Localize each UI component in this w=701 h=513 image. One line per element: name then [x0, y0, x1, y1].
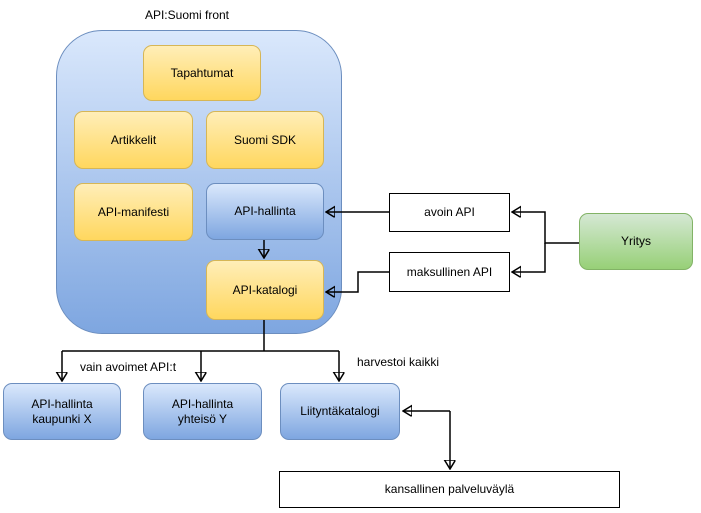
node-api-hallinta-kaupunki-x: API-hallinta kaupunki X: [3, 383, 121, 440]
node-api-manifesti-label: API-manifesti: [97, 204, 170, 219]
node-kansallinen-palveluvayla: kansallinen palveluväylä: [279, 471, 620, 508]
node-api-hallinta-yhteiso-y-label: API-hallinta yhteisö Y: [171, 396, 234, 426]
edge-label-vain-avoimet: vain avoimet API:t: [80, 360, 177, 374]
diagram-title: API:Suomi front: [144, 8, 230, 22]
edge-label-harvestoi-kaikki: harvestoi kaikki: [357, 355, 440, 369]
node-api-hallinta-yhteiso-y: API-hallinta yhteisö Y: [143, 383, 262, 440]
node-maksullinen-api-label: maksullinen API: [406, 264, 493, 279]
edge-yritys-to-maksullinen-api: [512, 243, 546, 272]
node-suomi-sdk-label: Suomi SDK: [233, 132, 297, 147]
node-api-katalogi: API-katalogi: [206, 260, 324, 320]
node-api-hallinta-label: API-hallinta: [234, 204, 296, 218]
node-api-hallinta-kaupunki-x-label: API-hallinta kaupunki X: [31, 396, 93, 426]
node-artikkelit: Artikkelit: [74, 111, 193, 169]
node-maksullinen-api: maksullinen API: [389, 252, 510, 292]
node-artikkelit-label: Artikkelit: [110, 132, 157, 147]
node-yritys: Yritys: [579, 213, 693, 270]
node-api-hallinta: API-hallinta: [206, 183, 324, 240]
node-api-katalogi-label: API-katalogi: [232, 282, 298, 297]
node-avoin-api-label: avoin API: [424, 205, 475, 219]
node-liityntakatalogi-label: Liityntäkatalogi: [300, 404, 380, 418]
edge-yritys-to-avoin-api: [512, 212, 579, 244]
node-yritys-label: Yritys: [621, 234, 651, 248]
node-liityntakatalogi: Liityntäkatalogi: [280, 383, 400, 440]
node-avoin-api: avoin API: [389, 193, 510, 232]
node-tapahtumat: Tapahtumat: [143, 45, 261, 101]
node-tapahtumat-label: Tapahtumat: [170, 65, 234, 80]
node-kansallinen-palveluvayla-label: kansallinen palveluväylä: [384, 482, 515, 496]
node-api-manifesti: API-manifesti: [74, 183, 193, 241]
node-suomi-sdk: Suomi SDK: [206, 111, 324, 169]
